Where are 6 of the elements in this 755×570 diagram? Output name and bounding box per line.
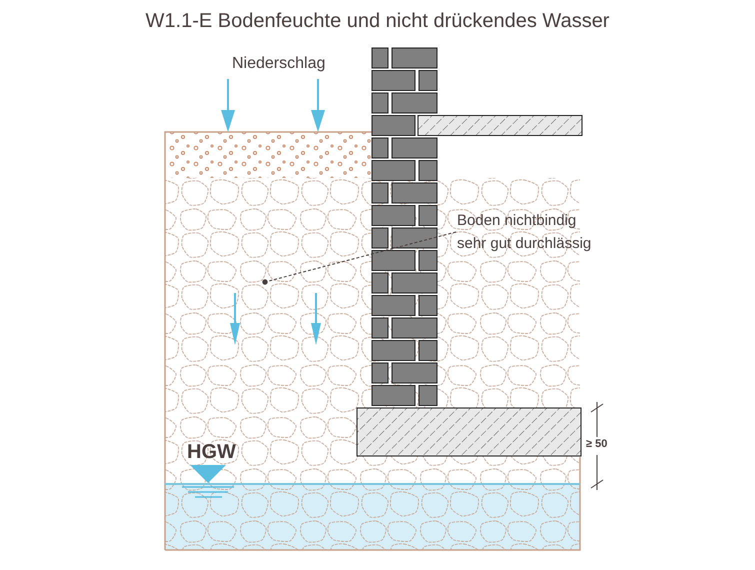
title: W1.1-E Bodenfeuchte und nicht drückendes Wasser [144, 10, 610, 33]
groundwater-label: HGW [187, 441, 236, 464]
callout-text: Boden nichtbindig sehr gut durchlässig [457, 209, 592, 255]
precipitation-label: Niederschlag [232, 55, 326, 73]
leader-line [262, 232, 456, 285]
dimension-label: ≥ 50 [586, 438, 608, 450]
